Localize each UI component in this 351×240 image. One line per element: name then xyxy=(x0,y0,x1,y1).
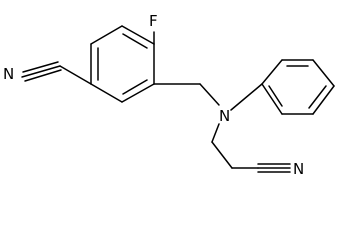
n-phenyl-bond xyxy=(230,83,263,111)
ring-double-bond xyxy=(122,33,148,49)
ring-bond xyxy=(261,83,283,115)
aryl-nitrile-c-bond xyxy=(59,65,92,85)
aryl-nitrile-triple-bond xyxy=(22,61,59,73)
aryl-nitrile-triple-bond xyxy=(21,65,61,78)
ring-bond xyxy=(90,83,123,103)
ring-double-bond xyxy=(268,85,283,107)
ch2-n-bond xyxy=(199,83,220,106)
nitrogen-amine-label: N xyxy=(219,107,230,125)
phenyl-ring xyxy=(261,59,335,115)
ring-bond xyxy=(90,25,123,45)
nitrogen-nitrile-aryl-label: N xyxy=(3,65,14,83)
n-ch2-bond xyxy=(211,123,220,143)
structure-canvas: F N N N xyxy=(3,12,335,178)
ring-bond xyxy=(121,25,155,45)
ring-double-bond xyxy=(308,85,327,109)
ring-double-bond xyxy=(122,79,148,95)
ch2-ch2-bond xyxy=(211,141,233,169)
nitrogen-nitrile-alkyl-label: N xyxy=(293,160,304,178)
benzonitrile-ring xyxy=(90,25,155,103)
ring-bond xyxy=(261,59,283,85)
ring-bond xyxy=(312,59,335,87)
ring-bond xyxy=(121,83,155,103)
fluorine-label: F xyxy=(149,12,158,30)
ring-bond xyxy=(312,85,335,115)
aryl-nitrile-triple-bond xyxy=(24,69,62,82)
molecule-drawing: F N N N xyxy=(3,12,335,178)
